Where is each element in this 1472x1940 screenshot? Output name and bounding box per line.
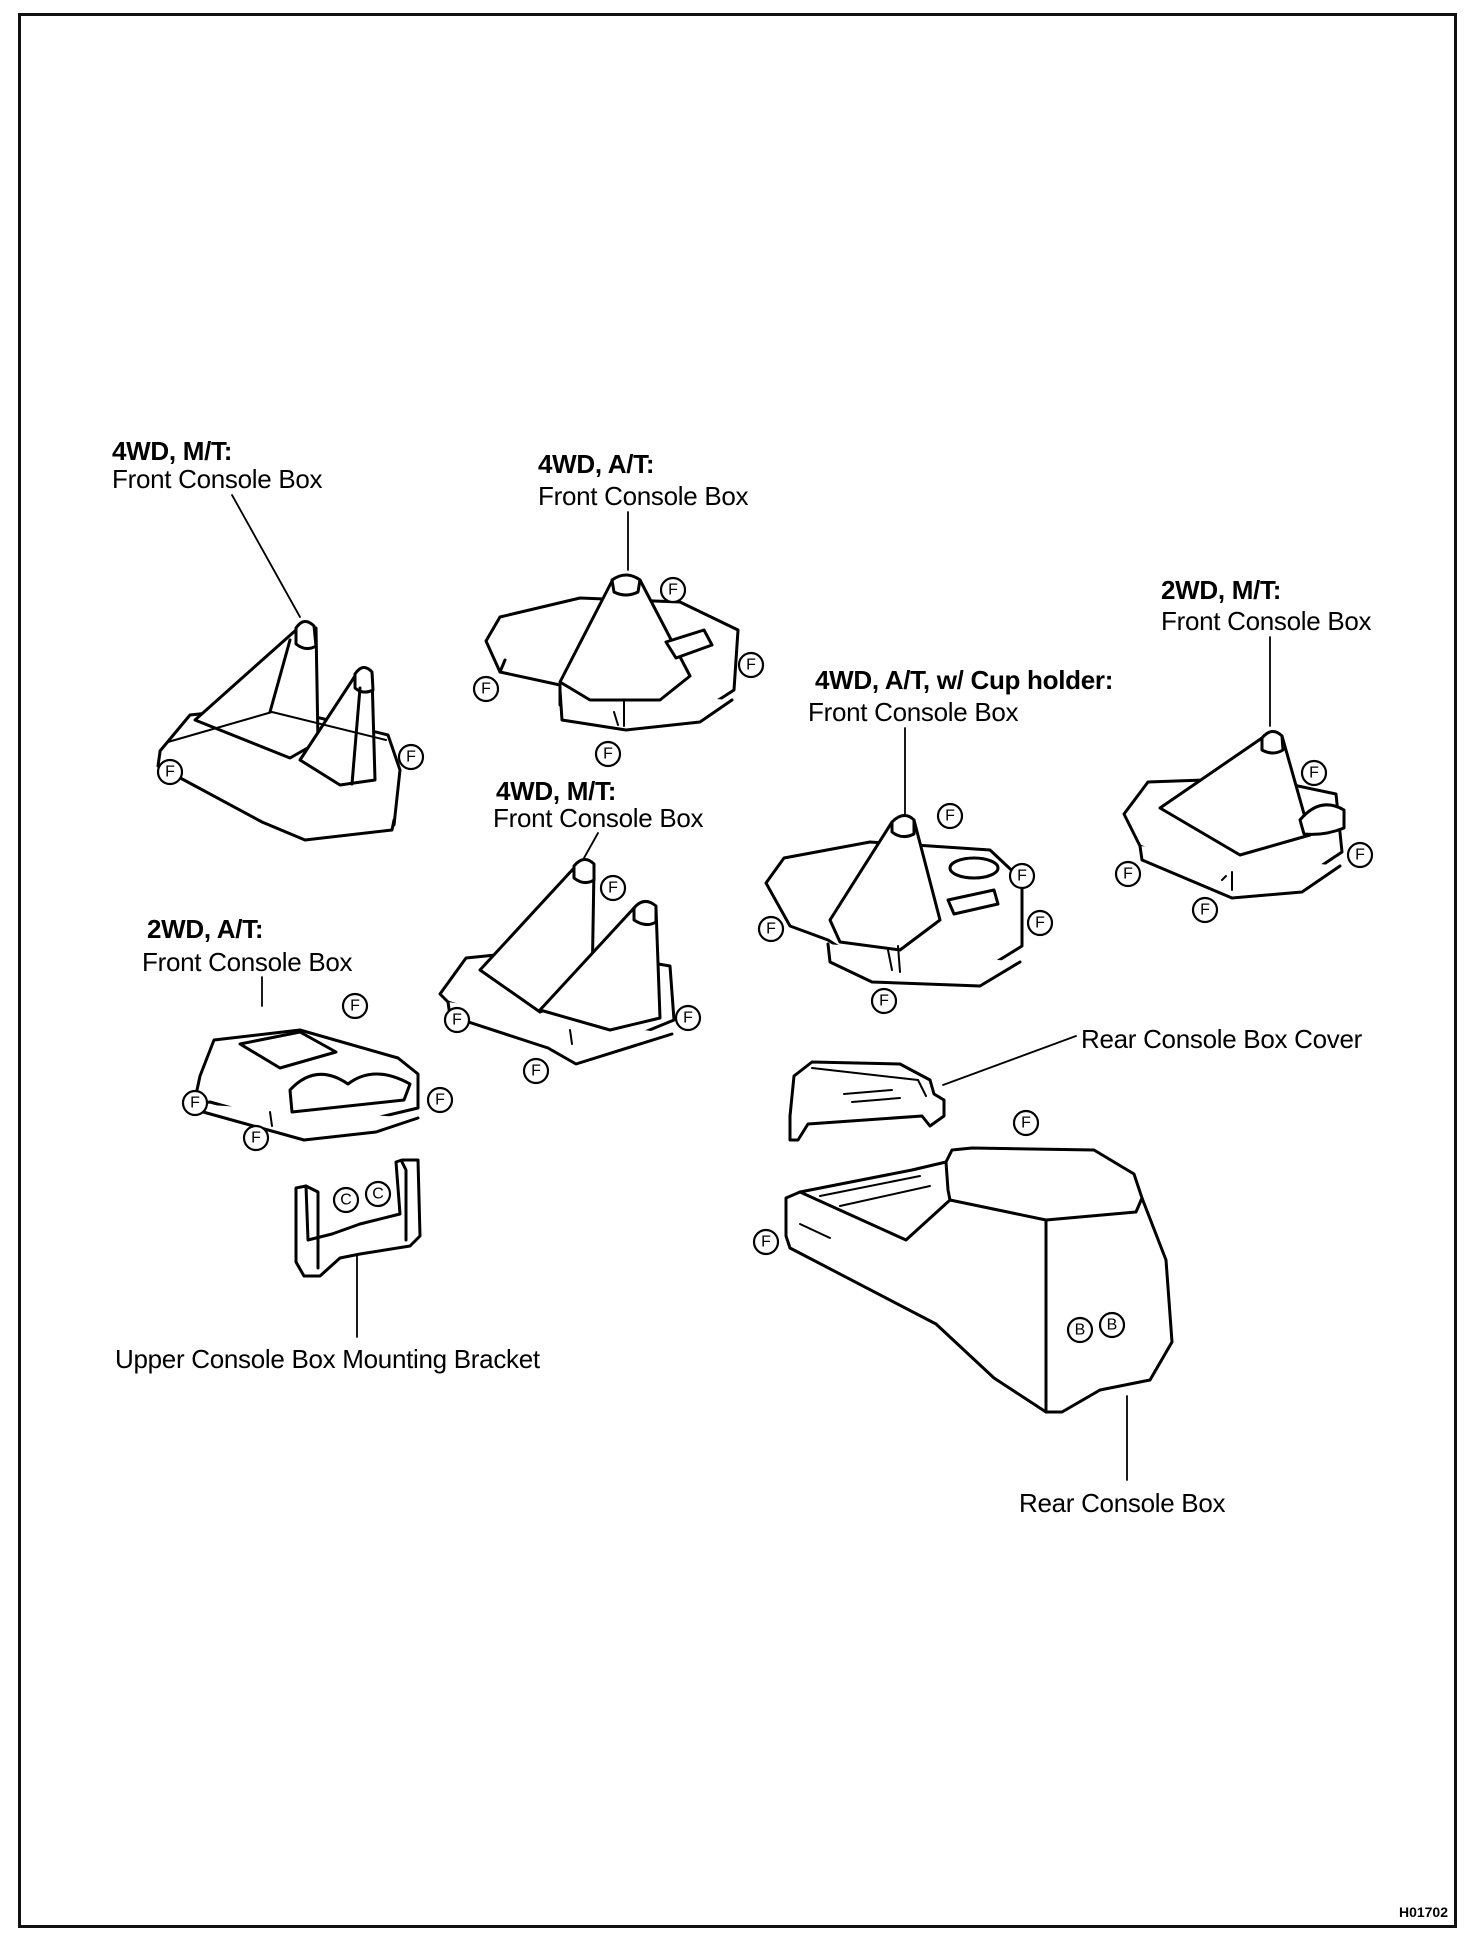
svg-text:B: B bbox=[1107, 1317, 1118, 1334]
svg-text:F: F bbox=[761, 1234, 771, 1251]
mounting-bracket bbox=[294, 1158, 422, 1278]
svg-text:C: C bbox=[340, 1192, 352, 1209]
svg-text:F: F bbox=[452, 1012, 462, 1029]
label-4wd-at-name: Front Console Box bbox=[538, 481, 749, 511]
diagram-frame bbox=[18, 13, 1457, 1928]
label-4wd-mt-variant: 4WD, M/T: bbox=[112, 436, 233, 466]
svg-text:F: F bbox=[1200, 902, 1210, 919]
fastener-markers-f bbox=[156, 576, 1374, 1256]
console-4wd-mt bbox=[156, 620, 402, 842]
svg-text:F: F bbox=[608, 880, 618, 897]
label-2wd-at-name: Front Console Box bbox=[142, 947, 353, 977]
leader-lines bbox=[231, 494, 1271, 1481]
label-2wd-at-variant: 2WD, A/T: bbox=[147, 914, 264, 944]
label-4wd-mt-2-name: Front Console Box bbox=[493, 803, 704, 833]
svg-text:F: F bbox=[945, 808, 955, 825]
svg-text:F: F bbox=[190, 1095, 200, 1112]
svg-text:C: C bbox=[372, 1186, 384, 1203]
label-4wd-at-cup-name: Front Console Box bbox=[808, 697, 1019, 727]
bolt-letters-b: B B bbox=[1075, 1317, 1118, 1339]
figure-code: H01702 bbox=[1398, 1904, 1448, 1920]
svg-text:F: F bbox=[746, 657, 756, 674]
console-4wd-at bbox=[484, 573, 740, 732]
label-2wd-mt-name: Front Console Box bbox=[1161, 606, 1372, 636]
svg-text:F: F bbox=[251, 1130, 261, 1147]
label-4wd-mt-name: Front Console Box bbox=[112, 464, 323, 494]
label-2wd-mt-variant: 2WD, M/T: bbox=[1161, 575, 1282, 605]
svg-text:F: F bbox=[350, 998, 360, 1015]
label-rear-console-box-cover: Rear Console Box Cover bbox=[1081, 1024, 1362, 1054]
svg-text:F: F bbox=[1355, 847, 1365, 864]
svg-text:F: F bbox=[531, 1063, 541, 1080]
svg-text:F: F bbox=[879, 993, 889, 1010]
label-4wd-mt-2-variant: 4WD, M/T: bbox=[496, 776, 617, 806]
svg-text:F: F bbox=[668, 582, 678, 599]
svg-text:F: F bbox=[1017, 868, 1027, 885]
rear-console-box bbox=[784, 1146, 1174, 1414]
console-4wd-at-cup bbox=[764, 814, 1024, 988]
console-2wd-at bbox=[192, 1028, 420, 1142]
svg-text:F: F bbox=[1123, 866, 1133, 883]
svg-text:F: F bbox=[683, 1010, 693, 1027]
clip-letters-c: C C bbox=[340, 1186, 384, 1209]
svg-text:F: F bbox=[435, 1092, 445, 1109]
console-4wd-mt-2 bbox=[438, 858, 676, 1066]
rear-console-cover bbox=[788, 1060, 946, 1142]
svg-text:F: F bbox=[165, 764, 175, 781]
svg-text:B: B bbox=[1075, 1322, 1086, 1339]
svg-text:F: F bbox=[1021, 1115, 1031, 1132]
svg-text:F: F bbox=[766, 921, 776, 938]
label-rear-console-box: Rear Console Box bbox=[1019, 1488, 1226, 1518]
label-4wd-at-variant: 4WD, A/T: bbox=[538, 449, 655, 479]
svg-text:F: F bbox=[603, 746, 613, 763]
svg-text:F: F bbox=[1309, 765, 1319, 782]
label-4wd-at-cup-variant: 4WD, A/T, w/ Cup holder: bbox=[815, 665, 1114, 695]
svg-text:F: F bbox=[481, 681, 491, 698]
fastener-letters-f: F F F F F F F F F F F F F F F F F F F F … bbox=[165, 582, 1365, 1251]
svg-text:F: F bbox=[406, 749, 416, 766]
console-2wd-mt bbox=[1122, 730, 1346, 900]
svg-text:F: F bbox=[1035, 915, 1045, 932]
label-upper-console-box-mounting-bracket: Upper Console Box Mounting Bracket bbox=[115, 1344, 540, 1374]
